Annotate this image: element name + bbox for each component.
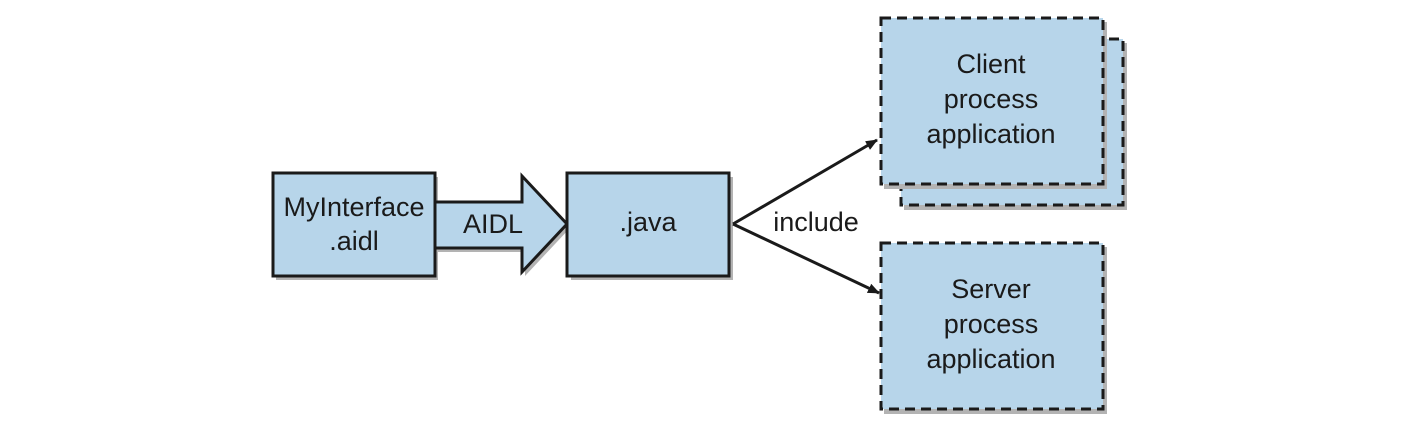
aidl-source-label-line2: .aidl (329, 226, 379, 256)
client-label-line3: application (926, 119, 1055, 149)
aidl-source-label-line1: MyInterface (283, 192, 424, 222)
client-label-line2: process (944, 84, 1039, 114)
include-arrow-to-client (732, 138, 878, 226)
client-label-line1: Client (956, 49, 1026, 79)
server-box (879, 241, 1105, 411)
client-front-box (879, 16, 1105, 186)
server-label-line3: application (926, 344, 1055, 374)
aidl-source-node: MyInterface .aidl (271, 171, 438, 280)
server-label-line1: Server (951, 274, 1031, 304)
aidl-source-box (271, 171, 437, 278)
server-process-node: Server process application (879, 241, 1107, 414)
include-arrow-to-server (732, 222, 880, 295)
java-file-label: .java (619, 207, 677, 237)
client-process-node: Client process application (879, 16, 1127, 210)
server-label-line2: process (944, 309, 1039, 339)
aidl-tool-arrow: AIDL (433, 172, 570, 276)
aidl-tool-arrow-shape (433, 172, 570, 276)
java-file-node: .java (565, 171, 733, 280)
aidl-tool-arrow-label: AIDL (463, 209, 523, 239)
include-edges: include (732, 138, 880, 295)
include-edge-label: include (773, 207, 859, 237)
java-file-box (565, 171, 731, 278)
